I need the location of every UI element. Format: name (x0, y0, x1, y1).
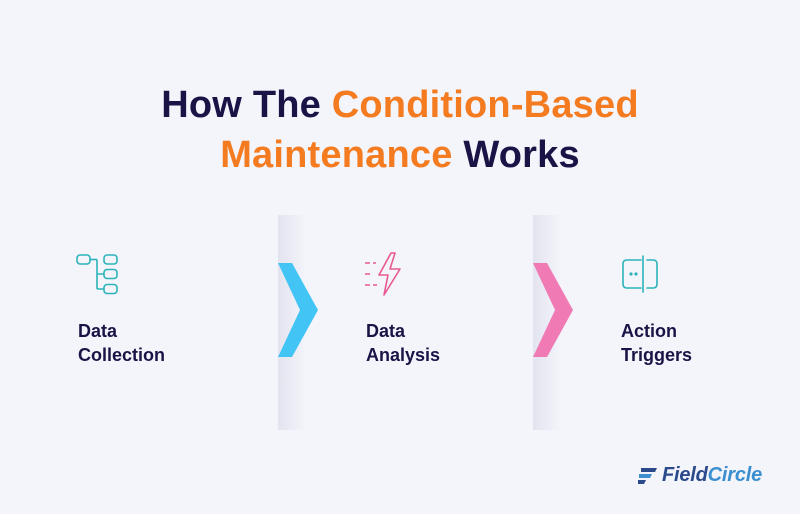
step-label: Action Triggers (621, 319, 771, 367)
step-label-line: Analysis (366, 345, 441, 365)
title-accent-text: Condition-Based (331, 84, 639, 127)
brand-name: FieldCircle (662, 464, 762, 487)
step-data-collection: Data Collection (0, 215, 278, 430)
step-label-line: Action (621, 321, 677, 341)
brand-name-part: Field (662, 463, 708, 486)
title-accent-text: Maintenance (220, 134, 453, 177)
step-label-line: Data (78, 321, 118, 341)
fieldcircle-logo: FieldCircle (638, 460, 762, 490)
title-text: Works (452, 134, 580, 177)
step-label-line: Data (366, 321, 406, 341)
chevron-right-icon (533, 263, 573, 357)
step-label: Data Analysis (366, 319, 516, 367)
step-label-line: Collection (78, 345, 166, 365)
chevron-right-icon (278, 263, 318, 357)
page-title: How The Condition-Based Maintenance Work… (0, 80, 800, 180)
title-text: How The (161, 84, 332, 127)
step-data-analysis: Data Analysis (278, 215, 533, 430)
lightning-icon (365, 252, 401, 296)
step-action-triggers: Action Triggers (533, 215, 800, 430)
title-line-2: Maintenance Works (220, 134, 580, 176)
hierarchy-icon (76, 254, 118, 295)
brand-name-part: Circle (707, 463, 763, 486)
step-label: Data Collection (78, 319, 228, 367)
door-exit-icon (622, 255, 658, 293)
logo-mark-icon (638, 468, 657, 484)
title-line-1: How The Condition-Based (161, 84, 638, 126)
step-label-line: Triggers (621, 345, 693, 365)
